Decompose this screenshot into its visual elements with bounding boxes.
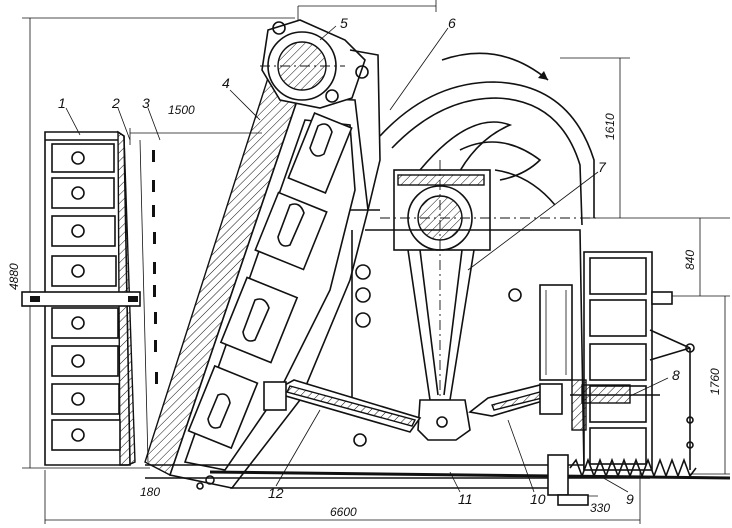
front-toggle-plate (263, 379, 422, 433)
label-7: 7 (598, 159, 607, 175)
label-11: 11 (458, 491, 473, 507)
pitman (407, 249, 475, 441)
spring (547, 454, 697, 506)
label-3: 3 (142, 95, 150, 111)
label-5: 5 (340, 15, 348, 31)
dim-1610: 1610 (603, 113, 617, 140)
label-10: 10 (530, 491, 546, 507)
tension-rod (209, 329, 731, 480)
leader-lines (65, 25, 669, 493)
label-6: 6 (448, 15, 456, 31)
dim-1760: 1760 (708, 368, 722, 395)
label-4: 4 (222, 75, 230, 91)
left-frame-cells (51, 143, 121, 451)
label-1: 1 (58, 95, 66, 111)
label-8: 8 (672, 367, 680, 383)
dim-330: 330 (590, 501, 610, 515)
dim-6600: 6600 (330, 505, 357, 519)
dim-1500: 1500 (168, 103, 195, 117)
label-12: 12 (268, 485, 284, 501)
dim-180: 180 (140, 485, 160, 499)
dimension-lines (22, 0, 730, 524)
part-labels: 1 2 3 4 5 6 7 8 9 10 11 12 (58, 15, 680, 507)
suspension-shaft (260, 19, 369, 109)
frame-end-left (21, 130, 141, 466)
dim-840: 840 (683, 250, 697, 270)
frame-end-right (539, 251, 673, 471)
label-9: 9 (626, 491, 634, 507)
dimension-labels: 1500 1610 4880 840 1760 180 6600 330 (7, 103, 722, 519)
fixed-jaw-liner (139, 139, 158, 463)
eccentric-shaft (380, 160, 600, 440)
label-2: 2 (111, 95, 120, 111)
rear-toggle-plate (468, 383, 563, 417)
flywheel (379, 52, 595, 226)
side-cheek (349, 49, 381, 447)
dim-4880: 4880 (7, 263, 21, 290)
swing-jaw (144, 76, 369, 490)
